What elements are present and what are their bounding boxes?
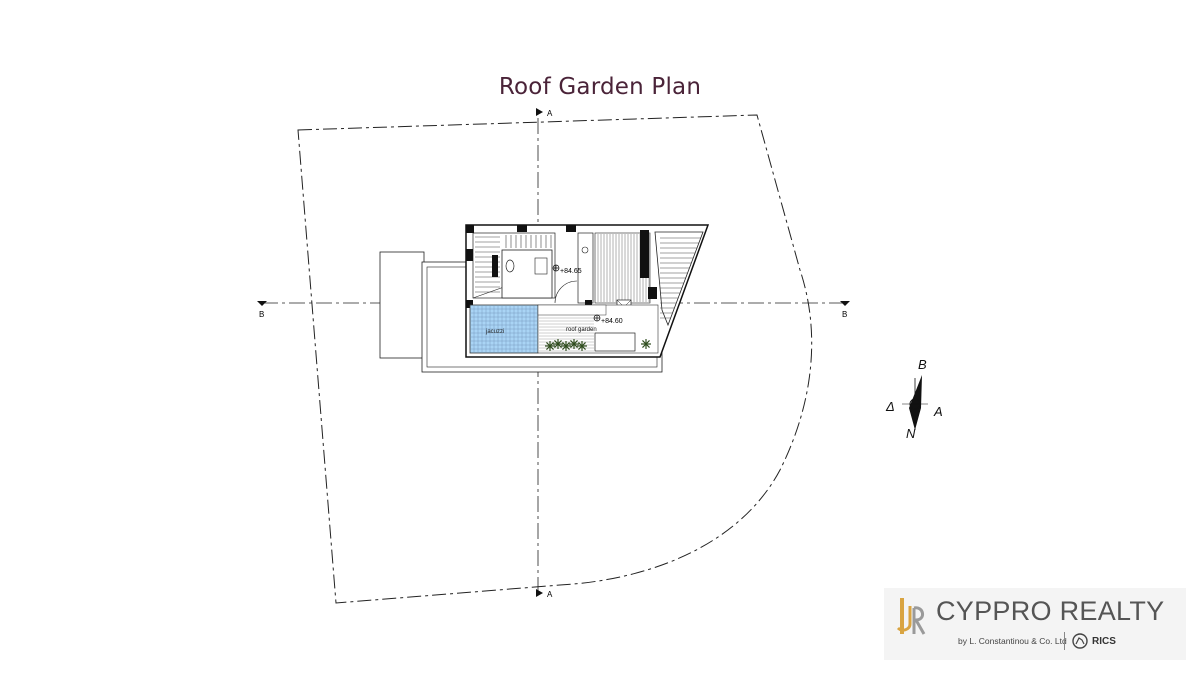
page-title: Roof Garden Plan [498, 74, 702, 100]
plant-icon [577, 341, 587, 351]
plant-icon [641, 339, 651, 349]
column [585, 300, 592, 307]
plant-icon [569, 339, 579, 349]
sloped-roof-wedge [654, 231, 704, 327]
compass-rose: B N A Δ [885, 357, 943, 441]
rics-label: RICS [1092, 636, 1116, 647]
roof-garden-label: roof garden [566, 327, 597, 333]
level-label-lower: +84.60 [601, 318, 623, 325]
column [566, 225, 576, 232]
level-label-upper: +84.65 [560, 268, 582, 275]
compass-needle-icon [909, 375, 922, 430]
logo-separator [1064, 632, 1065, 650]
compass-north-label: B [918, 357, 927, 372]
section-label-a-top: A [547, 109, 553, 118]
plant-icon [545, 341, 555, 351]
compass-south-label: N [906, 426, 916, 441]
plant-icon [561, 341, 571, 351]
section-label-a-bottom: A [547, 590, 553, 599]
compass-east-label: A [933, 404, 943, 419]
door-swing-icon [554, 280, 578, 304]
level-marker-lower: +84.60 [593, 314, 623, 325]
left-outer-wall [379, 251, 425, 359]
level-marker-upper: +84.65 [552, 264, 582, 275]
section-label-b-right: B [842, 310, 847, 319]
column [640, 230, 649, 278]
site-boundary [297, 114, 813, 604]
section-marker-left-icon [257, 301, 267, 306]
cyppro-logo-mark-icon [896, 598, 926, 635]
column [648, 287, 657, 299]
cyppro-realty-logo[interactable]: CYPPRO REALTY by L. Constantinou & Co. L… [884, 588, 1186, 660]
logo-name: CYPPRO REALTY [936, 596, 1165, 626]
column [466, 300, 473, 308]
section-marker-right-icon [840, 301, 850, 306]
toilet-icon [505, 259, 515, 273]
rics-lion-icon [1072, 633, 1088, 649]
column [492, 255, 498, 277]
logo-subtitle: by L. Constantinou & Co. Ltd [958, 636, 1067, 646]
jacuzzi-label: jacuzzi [485, 329, 504, 335]
building: jacuzzi roof garden +84.65 +84.60 [379, 224, 710, 373]
section-marker-top-icon [536, 108, 543, 116]
column [517, 225, 527, 232]
column [466, 225, 474, 233]
section-label-b-left: B [259, 310, 264, 319]
compass-west-label: Δ [885, 399, 895, 414]
plant-icon [553, 339, 563, 349]
column [466, 249, 473, 261]
section-marker-bottom-icon [536, 589, 543, 597]
seating-bench [594, 332, 636, 352]
